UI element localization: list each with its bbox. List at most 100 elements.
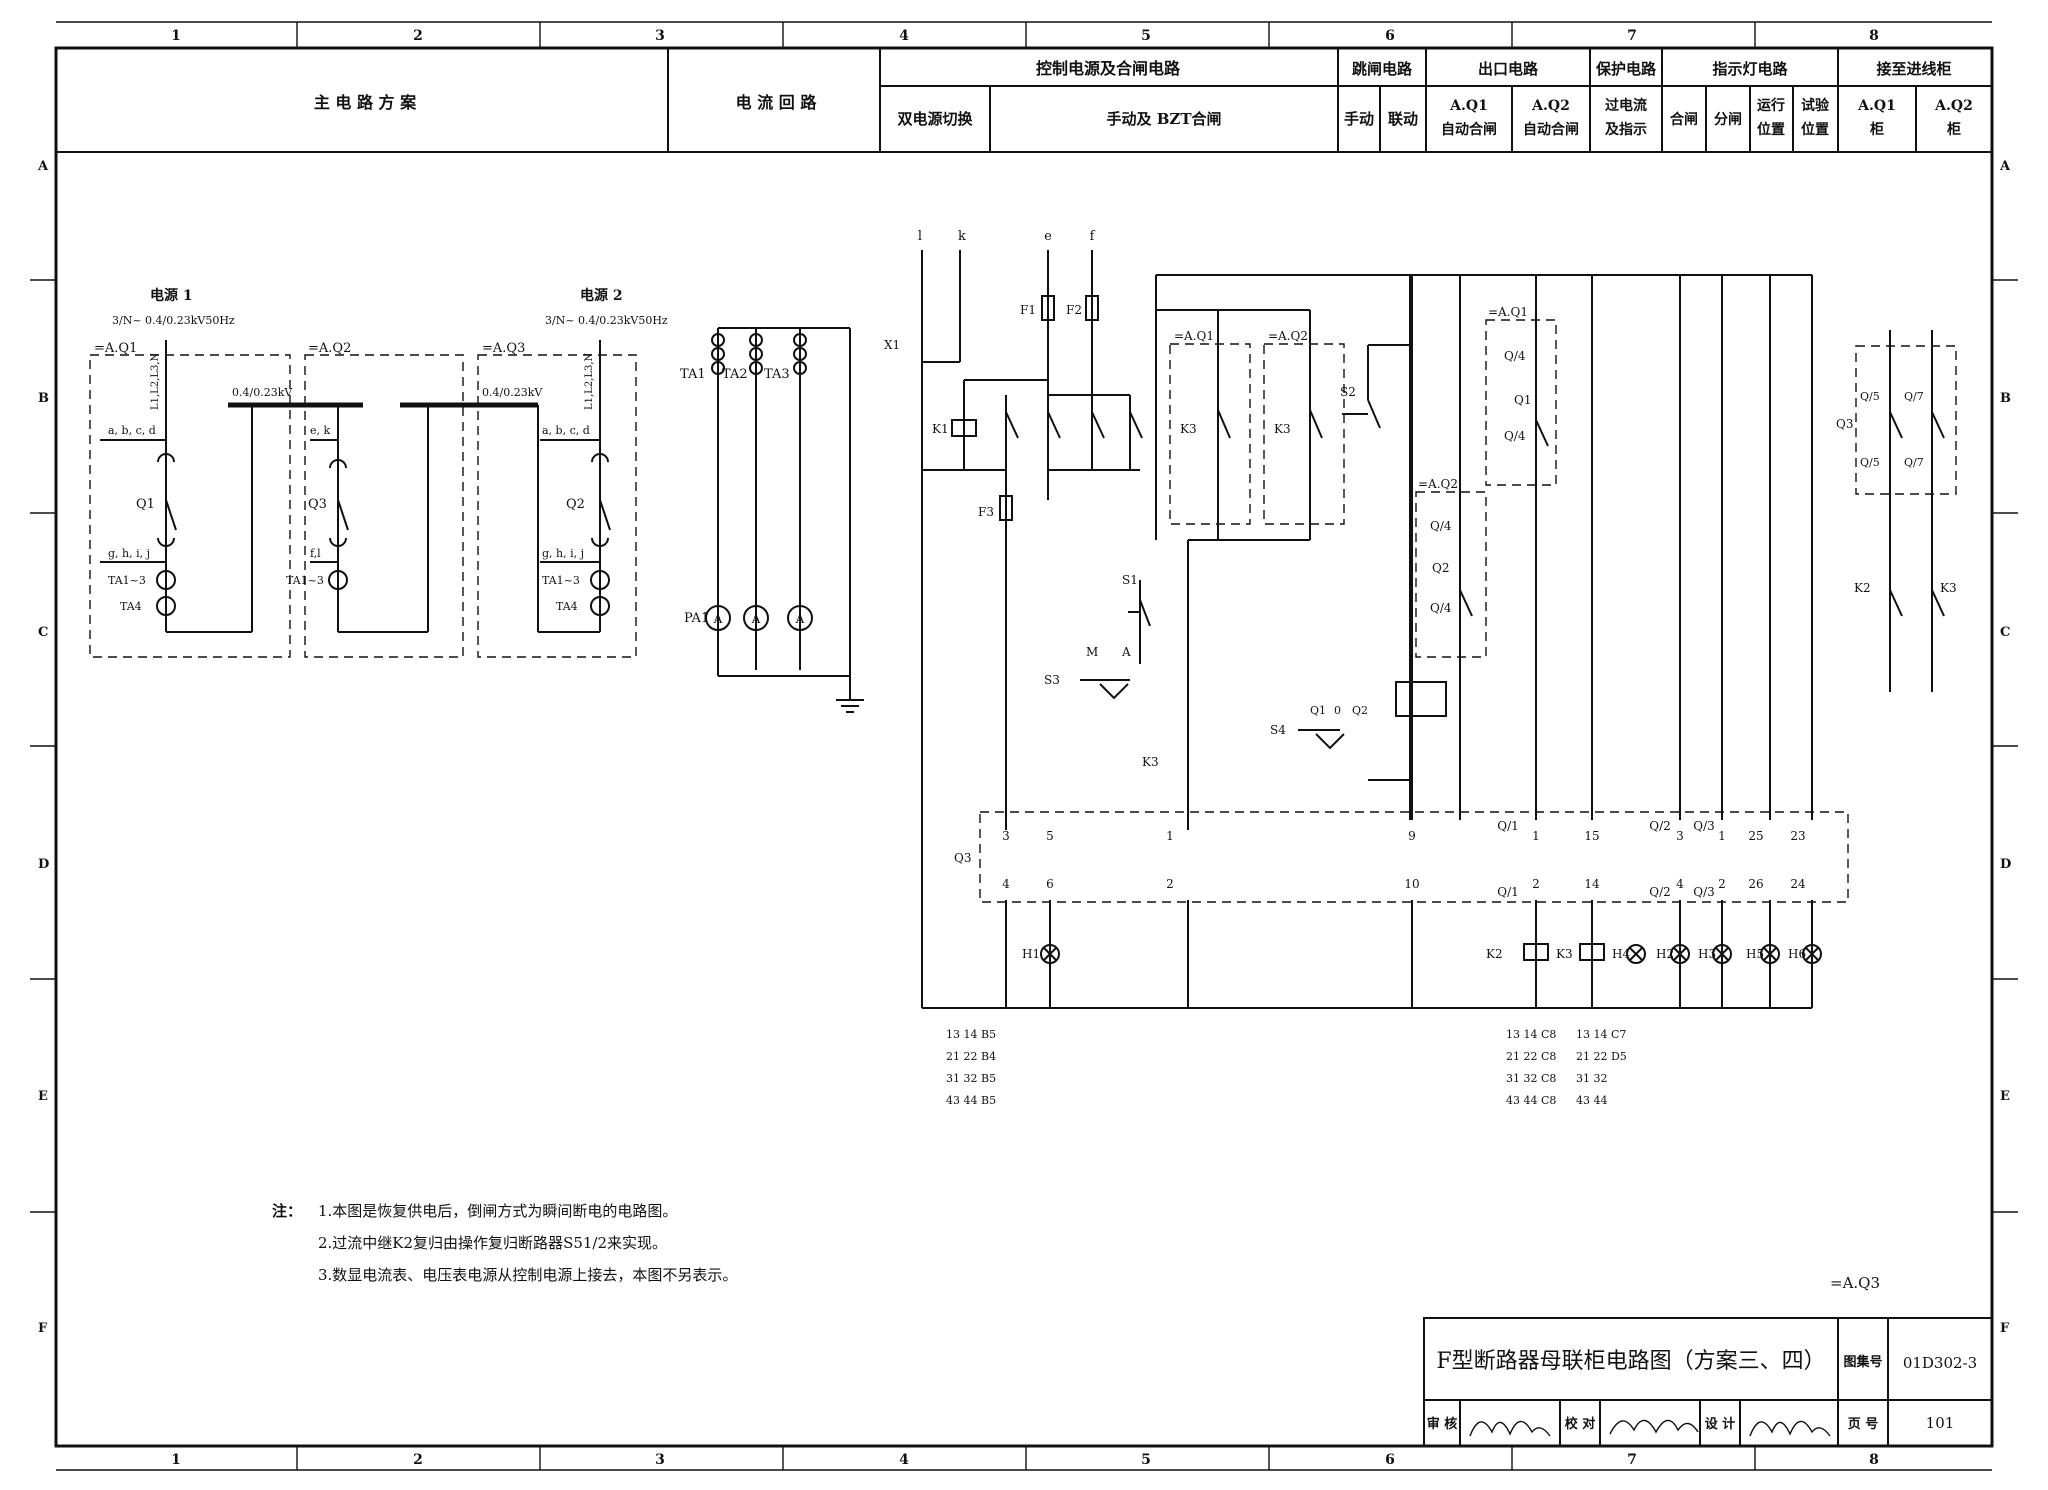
q1-label: Q1 [136,497,155,512]
header-ind-test-2: 位置 [1801,121,1829,138]
outlet-aq2-label: =A.Q2 [1418,477,1458,491]
s4-q2-label: Q2 [1352,704,1368,717]
notes-label: 注： [272,1202,302,1220]
contact-block-right: 43 44 [1576,1094,1608,1107]
header-ind-open: 分闸 [1714,111,1742,128]
header-table [667,48,1992,152]
current-loop-labels: TA1 TA2 TA3 PA1 A A A [680,367,805,626]
row-marker-f-right: F [2000,1321,2010,1336]
q3-bottom-terminal: 6 [1046,877,1054,891]
f2-label: F2 [1066,303,1082,317]
source1-title: 电源 1 [150,287,193,304]
control-circuit-area [921,250,1957,1009]
cabinet-aq2-contacts [1263,343,1345,525]
q3-top-terminal: 3 [1002,829,1010,843]
col-marker-6: 6 [1385,28,1395,44]
col-marker-bottom-2: 2 [413,1452,423,1468]
q3-top-terminal: 5 [1046,829,1054,843]
q3-bottom-terminal: 2 [1718,877,1726,891]
notes: 注： 1.本图是恢复供电后，倒闸方式为瞬间断电的电路图。 2.过流中继K2复归由… [272,1202,737,1284]
incoming-k2-label: K2 [1854,581,1871,595]
top-k-label: k [958,229,966,244]
coil-k2-bottom [1523,943,1549,961]
abcd-right: a, b, c, d [542,424,590,437]
bottom-k2-label: K2 [1486,947,1503,961]
k3-label-3: K3 [1142,755,1159,769]
lamp-h2-label: H2 [1656,947,1674,961]
f3-label: F3 [978,505,994,519]
cabinet-aq2 [304,354,464,658]
row-marker-b: B [38,391,49,406]
row-marker-c-right: C [2000,625,2010,640]
cabinet-aq2-outlet [1415,491,1487,658]
incoming-q5-label-1: Q/5 [1860,390,1880,403]
lamp-h1-label: H1 [1022,947,1040,961]
s4-q1-label: Q1 [1310,704,1326,717]
header-ind-close: 合闸 [1670,111,1698,128]
q3-top-terminal: 3 [1676,829,1684,843]
header-trip-circuit: 跳闸电路 [1352,60,1413,78]
header-ind-test-1: 试验 [1801,97,1830,114]
meter-3-label: A [795,612,805,626]
column-markers: 1 2 3 4 5 6 7 8 1 2 3 4 5 6 7 8 [171,28,1879,1468]
q3-bottom-terminal: 24 [1790,877,1806,891]
header-ind-run-1: 运行 [1757,97,1785,114]
top-e-label: e [1044,229,1052,244]
q3-bottom-terminal: 26 [1748,877,1763,891]
row-marker-b-right: B [2000,391,2011,406]
header-ind-run-2: 位置 [1757,121,1785,138]
control-circuit-labels: l k e f X1 F1 F2 F3 K1 K3 K3 K3 S1 S2 S3… [884,229,1957,961]
header-in-aq1-2: 柜 [1870,121,1884,138]
outlet-aq1-label: =A.Q1 [1488,305,1528,319]
header-overcurrent-2: 及指示 [1605,121,1647,138]
lamp-h4 [1626,944,1646,964]
s3-m-label: M [1086,645,1098,659]
right-phase-label: L1,L2,L3,N [584,352,595,410]
reviewer-signature [1469,1420,1551,1437]
q3-bottom-terminal: 4 [1676,877,1684,891]
k3-label-2: K3 [1274,422,1291,436]
header-in-aq2-1: A.Q2 [1934,98,1973,114]
col-marker-8: 8 [1869,28,1879,44]
coil-k1 [951,419,977,437]
contact-block-mid: 21 22 C8 [1506,1050,1556,1063]
row-marker-a-right: A [1999,159,2011,174]
header-trip-linked: 联动 [1388,110,1418,128]
q3-bottom-terminal: Q/1 [1497,885,1519,899]
row-marker-f: F [38,1321,48,1336]
header-aq1-auto-1: A.Q1 [1449,98,1488,114]
header-aq1-auto-2: 自动合闸 [1441,121,1497,138]
contact-block-mid: 13 14 C8 [1506,1028,1556,1041]
note-2: 2.过流中继K2复归由操作复归断路器S51/2来实现。 [318,1234,667,1252]
k3-label-1: K3 [1180,422,1197,436]
fl-label: f,l [310,547,321,560]
source2-spec: 3/N~ 0.4/0.23kV50Hz [545,314,668,327]
q2-label: Q2 [566,497,585,512]
outlet-q4-label-4: Q/4 [1430,601,1452,615]
source1-spec: 3/N~ 0.4/0.23kV50Hz [112,314,235,327]
q3-top-terminal: 1 [1532,829,1540,843]
header-control-power: 控制电源及合闸电路 [1036,59,1181,78]
row-marker-d-right: D [2000,857,2011,872]
incoming-q7-label-2: Q/7 [1904,456,1924,469]
pa1-label: PA1 [684,611,709,626]
bus-right-label: 0.4/0.23kV [482,386,543,399]
ta13-right: TA1~3 [542,574,580,587]
main-circuit-area [89,340,637,658]
cabinet-aq1-label: =A.Q1 [94,341,137,356]
title-block-labels: =A.Q3 F型断路器母联柜电路图（方案三、四） 图集号 01D302-3 审 … [1427,1274,1977,1432]
page-label: 页 号 [1848,1417,1879,1432]
col-marker-bottom-5: 5 [1141,1452,1151,1468]
note-1: 1.本图是恢复供电后，倒闸方式为瞬间断电的电路图。 [318,1202,677,1220]
header-current-loop: 电 流 回 路 [736,93,818,112]
outlet-q4-label-1: Q/4 [1504,349,1526,363]
col-marker-bottom-7: 7 [1627,1452,1637,1468]
q3-top-terminal: 1 [1718,829,1726,843]
row-marker-c: C [38,625,48,640]
row-marker-d: D [38,857,49,872]
contact-block-right: 13 14 C7 [1576,1028,1626,1041]
s4-0-label: 0 [1334,704,1341,717]
source2-title: 电源 2 [580,287,623,304]
check-label: 校 对 [1565,1416,1596,1432]
ta4-left: TA4 [120,600,142,613]
